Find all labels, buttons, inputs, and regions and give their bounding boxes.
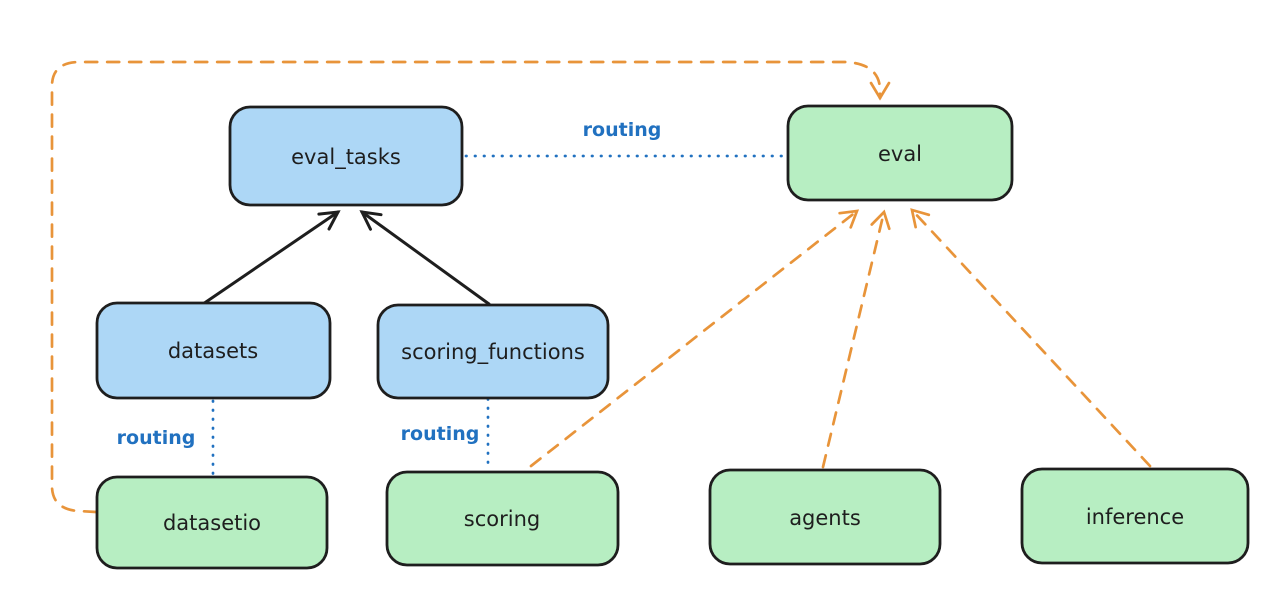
edge-scoring-eval — [529, 209, 860, 468]
edge-inference-eval — [910, 208, 1152, 468]
routing-label-eval_tasks-eval: routing — [583, 119, 662, 141]
node-eval: eval — [786, 104, 1014, 202]
node-eval-box — [786, 104, 1014, 202]
node-scoring: scoring — [385, 470, 620, 567]
node-scoring-box — [385, 470, 620, 567]
edge-scoring_functions-eval_tasks — [359, 210, 491, 306]
edges — [50, 60, 1152, 514]
node-scoring_functions-box — [376, 303, 610, 400]
edge-agents-eval — [821, 209, 891, 469]
node-scoring_functions: scoring_functions — [376, 303, 610, 400]
node-eval_tasks-label: eval_tasks — [291, 145, 401, 170]
node-eval_tasks-box — [228, 105, 464, 207]
node-inference-box — [1020, 467, 1250, 565]
node-datasets: datasets — [95, 301, 332, 400]
node-scoring_functions-label: scoring_functions — [401, 340, 585, 365]
node-inference-label: inference — [1086, 505, 1184, 529]
node-agents: agents — [708, 468, 942, 566]
node-datasets-box — [95, 301, 332, 400]
nodes: eval_tasks eval datasets scoring_functio… — [95, 104, 1250, 570]
node-agents-label: agents — [789, 506, 861, 530]
node-datasetio: datasetio — [95, 475, 329, 570]
node-eval-label: eval — [878, 142, 922, 166]
edge-labels: routing routing routing — [117, 119, 662, 449]
node-inference: inference — [1020, 467, 1250, 565]
node-datasetio-label: datasetio — [163, 511, 261, 535]
node-eval_tasks: eval_tasks — [228, 105, 464, 207]
node-scoring-label: scoring — [464, 507, 540, 531]
routing-label-scoring_functions-scoring: routing — [401, 423, 480, 445]
node-agents-box — [708, 468, 942, 566]
edge-datasets-eval_tasks — [201, 210, 341, 306]
routing-label-datasets-datasetio: routing — [117, 427, 196, 449]
node-datasets-label: datasets — [168, 339, 258, 363]
node-datasetio-box — [95, 475, 329, 570]
